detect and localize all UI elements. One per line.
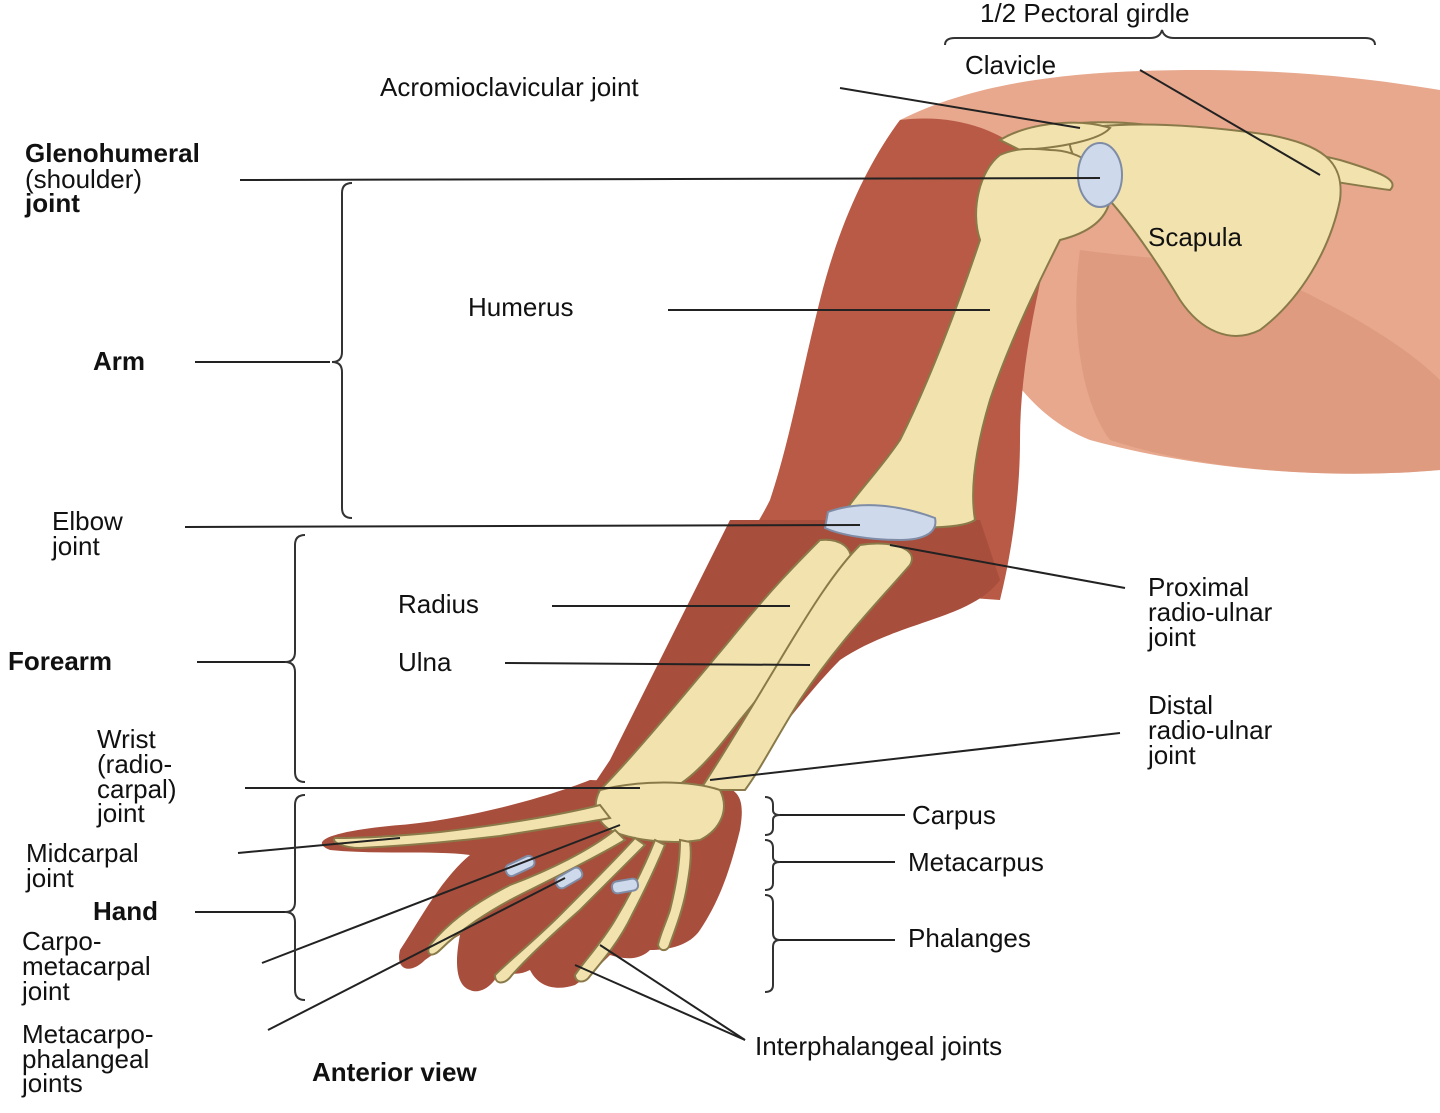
wrist-label-line4: joint (96, 798, 145, 828)
carpal-bones (594, 781, 725, 843)
hand-label: Hand (93, 896, 158, 926)
glenohumeral-label-line1: Glenohumeral (25, 138, 200, 168)
upper-arm-skin (720, 118, 1060, 600)
acromioclavicular-label: Acromioclavicular joint (380, 72, 639, 102)
mcp-cartilage-middle (554, 866, 584, 890)
arm-brace (331, 182, 353, 519)
ring-finger-bones (573, 838, 667, 983)
phalanges-label: Phalanges (908, 923, 1031, 953)
metacarpus-label: Metacarpus (908, 847, 1044, 877)
metacarpophalangeal-label-line1: Metacarpo- (22, 1019, 154, 1049)
phalanges-brace (764, 894, 781, 993)
carpometacarpal-leader (261, 824, 621, 964)
distal-radioulnar-leader (709, 732, 1121, 781)
carpometacarpal-label-line2: metacarpal (22, 951, 151, 981)
midcarpal-leader (237, 837, 401, 854)
interphalangeal-label: Interphalangeal joints (755, 1031, 1002, 1061)
carpometacarpal-label-line1: Carpo- (22, 926, 101, 956)
acromioclavicular-leader (839, 87, 1081, 129)
leader-lines (184, 69, 1321, 1041)
arm-label: Arm (93, 346, 145, 376)
distal-radioulnar-label-line1: Distal (1148, 690, 1213, 720)
glenohumeral-leader (239, 177, 1101, 181)
wrist-label-line1: Wrist (97, 724, 157, 754)
carpometacarpal-label-line3: joint (21, 976, 70, 1006)
little-finger-bones (656, 838, 692, 952)
labels: 1/2 Pectoral girdle Clavicle Acromioclav… (8, 0, 1273, 1098)
middle-finger-bones (493, 836, 647, 984)
pectoral-girdle-brace (944, 29, 1376, 46)
ulna-label: Ulna (398, 647, 452, 677)
carpus-label: Carpus (912, 800, 996, 830)
carpus-brace (764, 796, 781, 836)
midcarpal-label-line2: joint (25, 863, 74, 893)
acromion-bone (997, 121, 1112, 152)
scapula-label: Scapula (1148, 222, 1242, 252)
distal-radioulnar-label-line3: joint (1147, 740, 1196, 770)
radius-label: Radius (398, 589, 479, 619)
ulna-bone (698, 542, 913, 791)
wrist-label-line2: (radio- (97, 749, 172, 779)
metacarpophalangeal-label-line3: joints (21, 1068, 83, 1098)
hand-brace (284, 794, 306, 1001)
interphalangeal-leader-a (599, 944, 746, 1041)
pectoral-girdle-label: 1/2 Pectoral girdle (980, 0, 1190, 28)
proximal-radioulnar-label-line1: Proximal (1148, 572, 1249, 602)
braces (284, 29, 1376, 1001)
elbow-label-line2: joint (51, 531, 100, 561)
ulna-leader (504, 662, 811, 666)
elbow-cartilage (823, 504, 937, 542)
chest-shading (1076, 250, 1440, 474)
glenohumeral-label-line3: joint (24, 188, 80, 218)
midcarpal-label-line1: Midcarpal (26, 838, 139, 868)
glenohumeral-label-line2: (shoulder) (25, 164, 142, 194)
anterior-view-label: Anterior view (312, 1057, 477, 1087)
distal-radioulnar-label-line2: radio-ulnar (1148, 715, 1273, 745)
interphalangeal-leader-b (574, 964, 746, 1041)
elbow-label-line1: Elbow (52, 506, 123, 536)
proximal-radioulnar-leader (889, 544, 1126, 589)
humerus-label: Humerus (468, 292, 573, 322)
proximal-radioulnar-label-line3: joint (1147, 622, 1196, 652)
clavicle-leader (1139, 69, 1321, 176)
clavicle-label: Clavicle (965, 50, 1056, 80)
forearm-brace (284, 534, 306, 783)
elbow-leader (184, 524, 861, 528)
metacarpophalangeal-leader (267, 877, 566, 1031)
proximal-radioulnar-label-line2: radio-ulnar (1148, 597, 1273, 627)
index-finger-bones (427, 828, 627, 956)
mcp-cartilage-ring (610, 877, 640, 895)
glenohumeral-cartilage (1077, 142, 1123, 208)
metacarpus-brace (764, 839, 781, 891)
forearm-label: Forearm (8, 646, 112, 676)
metacarpophalangeal-label-line2: phalangeal (22, 1044, 149, 1074)
wrist-label-line3: carpal) (97, 774, 176, 804)
